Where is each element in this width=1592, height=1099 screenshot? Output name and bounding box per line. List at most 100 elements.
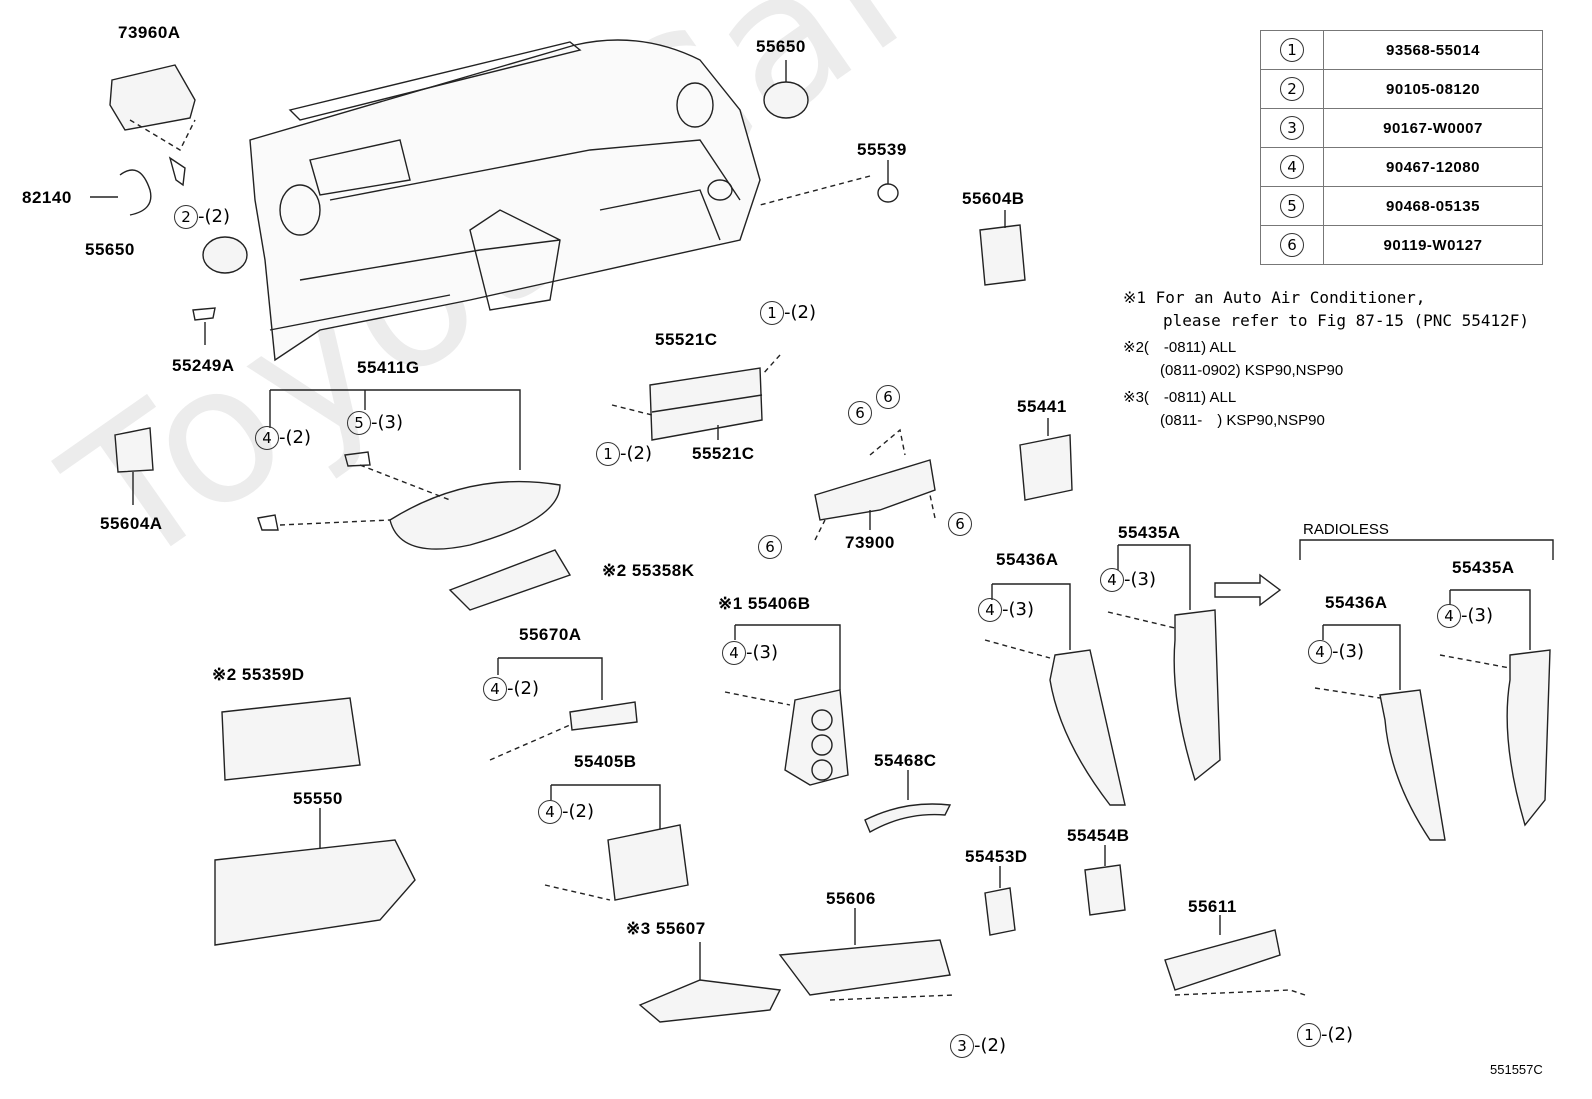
callout-qty: -(3) [1332,641,1364,662]
part-label-55650-right[interactable]: 55650 [756,37,806,56]
callout-number: 4 [255,426,279,450]
part-label-55670A[interactable]: 55670A [519,625,582,644]
callout-qty: -(2) [562,801,594,822]
part-label-55550[interactable]: 55550 [293,789,343,808]
part-label-55441[interactable]: 55441 [1017,397,1067,416]
part-label-55453D[interactable]: 55453D [965,847,1028,866]
callout-qty: -(2) [620,443,652,464]
callout-1-qty-2: 1-(2) [760,301,816,325]
table-row: 6 90119-W0127 [1260,225,1543,265]
callout-number: 4 [722,641,746,665]
note-1-line-2: please refer to Fig 87-15 (PNC 55412F) [1163,311,1530,330]
callout-number: 1 [596,442,620,466]
callout-6: 6 [758,535,782,559]
callout-number: 3 [950,1034,974,1058]
callout-number: 4 [1308,640,1332,664]
part-label-55406B[interactable]: ※1 55406B [718,594,811,613]
part-label-73960A[interactable]: 73960A [118,23,181,42]
callout-4-qty-3: 4-(3) [1437,604,1493,628]
callout-4-qty-2: 4-(2) [483,677,539,701]
table-part-number: 90119-W0127 [1323,225,1543,265]
part-label-55604A[interactable]: 55604A [100,514,163,533]
airbag-drawing [109,64,196,131]
part-label-55411G[interactable]: 55411G [357,358,420,377]
part-label-55606[interactable]: 55606 [826,889,876,908]
callout-1-qty-2: 1-(2) [596,442,652,466]
table-index: 5 [1280,194,1304,218]
part-label-55454B[interactable]: 55454B [1067,826,1130,845]
part-label-55435A-left[interactable]: 55435A [1118,523,1181,542]
note-3-line-1: ※3( -0811) ALL [1123,389,1237,406]
callout-4-qty-3: 4-(3) [978,598,1034,622]
table-index: 4 [1280,155,1304,179]
callout-6: 6 [876,385,900,409]
table-part-number: 90468-05135 [1323,186,1543,226]
part-label-73900[interactable]: 73900 [845,533,895,552]
part-label-82140[interactable]: 82140 [22,188,72,207]
callout-2-qty-2: 2-(2) [174,205,230,229]
part-label-55607[interactable]: ※3 55607 [626,919,706,938]
callout-number: 1 [760,301,784,325]
callout-qty: -(3) [1461,605,1493,626]
radioless-label: RADIOLESS [1303,521,1389,538]
table-row: 2 90105-08120 [1260,69,1543,109]
callout-qty: -(2) [198,206,230,227]
callout-number: 4 [483,677,507,701]
callout-number: 1 [1297,1023,1321,1047]
callout-qty: -(2) [974,1035,1006,1056]
table-part-number: 90167-W0007 [1323,108,1543,148]
callout-number: 6 [848,401,872,425]
callout-qty: -(2) [1321,1024,1353,1045]
callout-4-qty-3: 4-(3) [1308,640,1364,664]
part-label-55435A-right[interactable]: 55435A [1452,558,1515,577]
table-index: 6 [1280,233,1304,257]
callout-qty: -(2) [784,302,816,323]
part-label-55436A-right[interactable]: 55436A [1325,593,1388,612]
callout-4-qty-2: 4-(2) [538,800,594,824]
part-label-55468C[interactable]: 55468C [874,751,937,770]
part-label-55539[interactable]: 55539 [857,140,907,159]
part-label-55436A-left[interactable]: 55436A [996,550,1059,569]
part-label-55604B[interactable]: 55604B [962,189,1025,208]
table-part-number: 90105-08120 [1323,69,1543,109]
table-part-number: 93568-55014 [1323,30,1543,70]
callout-6: 6 [948,512,972,536]
callout-qty: -(3) [1002,599,1034,620]
part-label-55405B[interactable]: 55405B [574,752,637,771]
table-part-number: 90467-12080 [1323,147,1543,187]
note-3-line-2: (0811- ) KSP90,NSP90 [1160,412,1325,429]
part-label-55650-left[interactable]: 55650 [85,240,135,259]
part-label-55358K[interactable]: ※2 55358K [602,561,695,580]
callout-4-qty-2: 4-(2) [255,426,311,450]
part-label-55611[interactable]: 55611 [1188,897,1237,916]
callout-qty: -(2) [507,678,539,699]
part-label-55359D[interactable]: ※2 55359D [212,665,305,684]
table-index: 2 [1280,77,1304,101]
vent-drawing [202,236,248,274]
part-label-55249A[interactable]: 55249A [172,356,235,375]
dashboard-panel-drawing [249,39,761,362]
callout-number: 4 [538,800,562,824]
callout-4-qty-3: 4-(3) [722,641,778,665]
callout-number: 4 [1437,604,1461,628]
table-row: 1 93568-55014 [1260,30,1543,70]
table-index: 1 [1280,38,1304,62]
callout-number: 6 [876,385,900,409]
callout-number: 5 [347,411,371,435]
callout-qty: -(3) [746,642,778,663]
callout-3-qty-2: 3-(2) [950,1034,1006,1058]
callout-qty: -(2) [279,427,311,448]
note-2-line-1: ※2( -0811) ALL [1123,339,1237,356]
callout-number: 2 [174,205,198,229]
callout-1-qty-2: 1-(2) [1297,1023,1353,1047]
part-label-55521C-top[interactable]: 55521C [655,330,718,349]
callout-qty: -(3) [1124,569,1156,590]
part-label-55521C-bottom[interactable]: 55521C [692,444,755,463]
callout-4-qty-3: 4-(3) [1100,568,1156,592]
callout-qty: -(3) [371,412,403,433]
callout-number: 6 [948,512,972,536]
note-2-line-2: (0811-0902) KSP90,NSP90 [1160,362,1344,379]
